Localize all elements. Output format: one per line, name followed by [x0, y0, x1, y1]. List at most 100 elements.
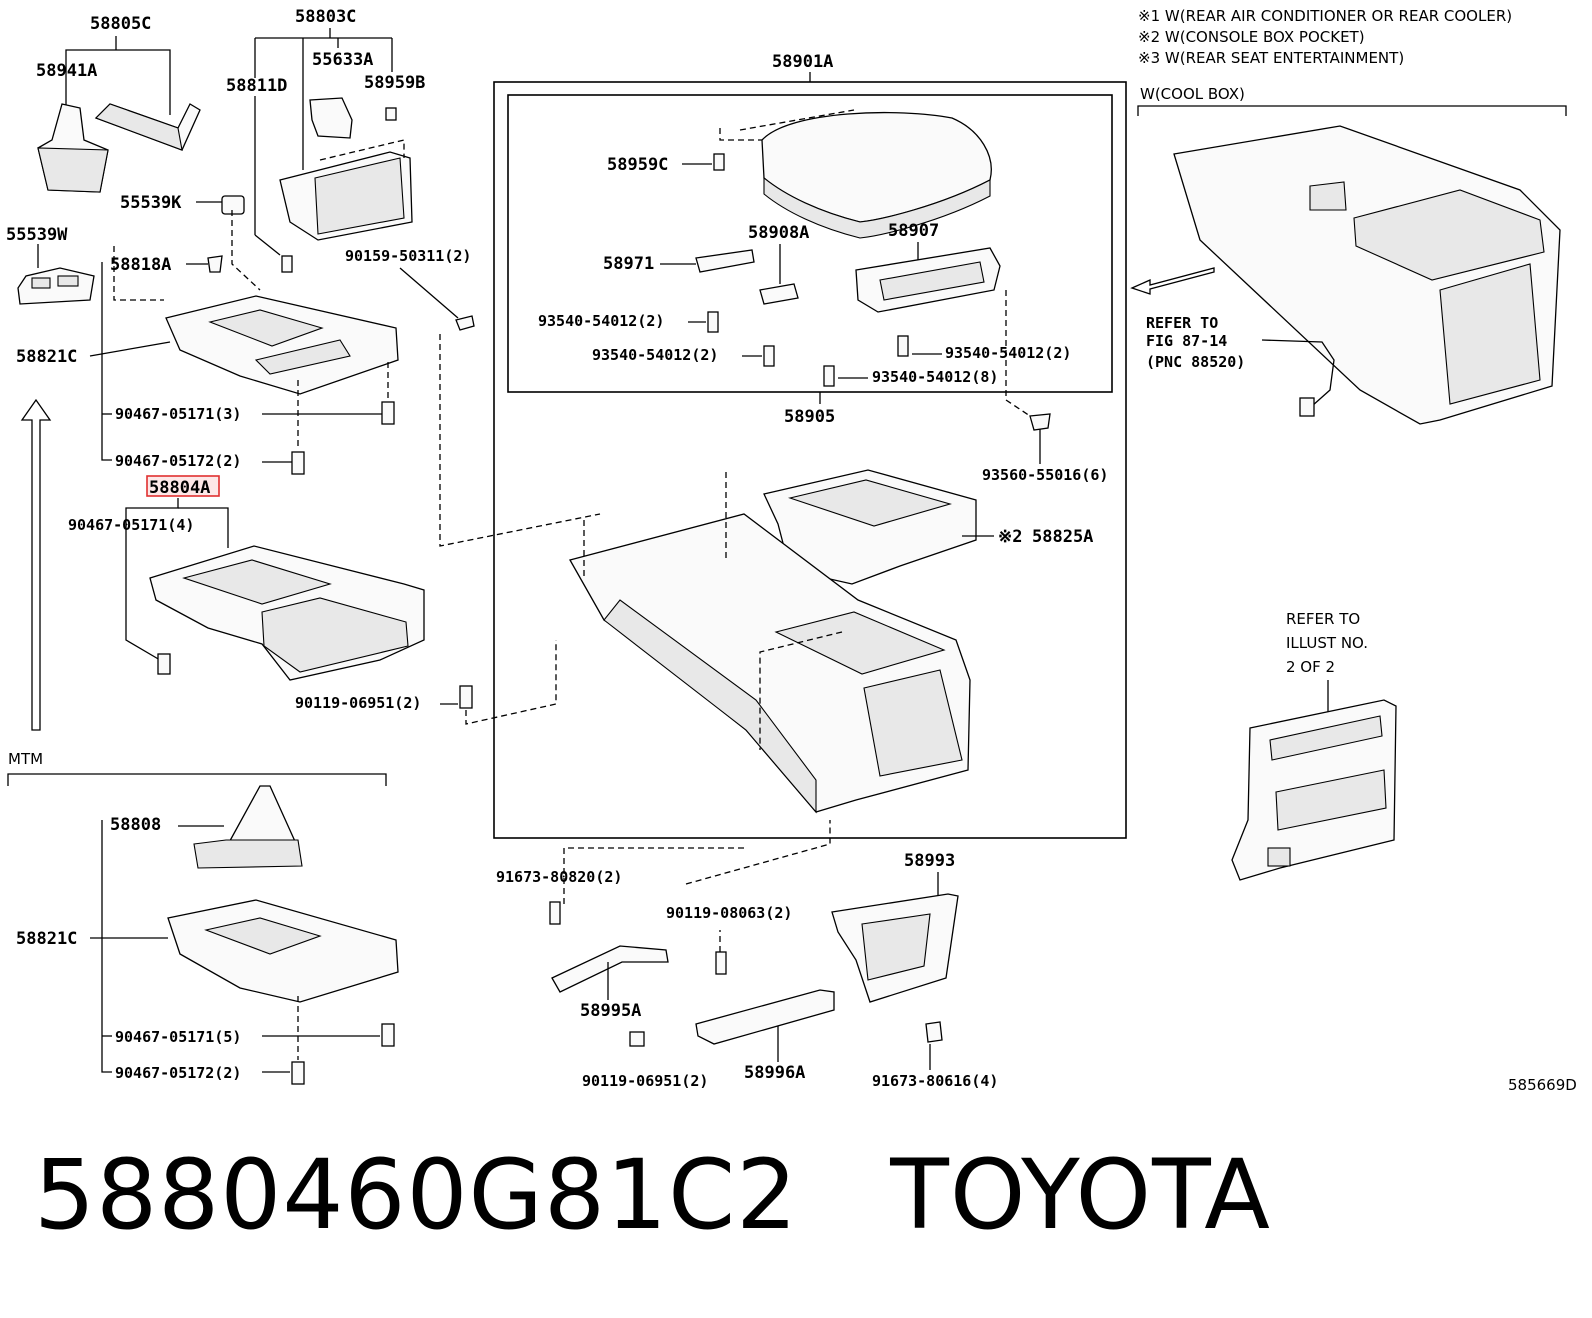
- label-58905[interactable]: 58905: [784, 407, 835, 427]
- bolt-93540-a: [707, 311, 719, 333]
- footer-part-number: 5880460G81C2: [34, 1139, 799, 1251]
- label-90467-05171-4[interactable]: 90467-05171(4): [68, 516, 194, 534]
- label-93560-55016-6[interactable]: 93560-55016(6): [982, 466, 1108, 484]
- refer-illust-line2: ILLUST NO.: [1286, 634, 1368, 652]
- highlight-box-58804A: [146, 475, 220, 497]
- refer-illust-line1: REFER TO: [1286, 610, 1360, 628]
- bolt-93540-8: [823, 365, 835, 387]
- clip-90467-05172-2-lower: [291, 1061, 305, 1085]
- label-93540-54012-2-a[interactable]: 93540-54012(2): [538, 312, 664, 330]
- label-90467-05172-2-upper[interactable]: 90467-05172(2): [115, 452, 241, 470]
- bolt-93560-55016: [1029, 413, 1051, 431]
- clip-58811D: [281, 255, 293, 273]
- label-91673-80616-4[interactable]: 91673-80616(4): [872, 1072, 998, 1090]
- part-55539W: [17, 267, 95, 305]
- label-90159-50311-2[interactable]: 90159-50311(2): [345, 247, 471, 265]
- note-2: ※2 W(CONSOLE BOX POCKET): [1138, 28, 1365, 46]
- label-93540-54012-2-b[interactable]: 93540-54012(2): [592, 346, 718, 364]
- label-90119-08063-2[interactable]: 90119-08063(2): [666, 904, 792, 922]
- part-58805C: [94, 103, 201, 151]
- label-58804A[interactable]: 58804A: [149, 478, 210, 498]
- label-58959C[interactable]: 58959C: [607, 155, 668, 175]
- label-58971[interactable]: 58971: [603, 254, 654, 274]
- bolt-90119-06951-lower: [629, 1031, 645, 1047]
- part-58821C-lower: [167, 899, 399, 1003]
- parts-diagram: ※1 W(REAR AIR CONDITIONER OR REAR COOLER…: [6, 7, 1577, 1094]
- refer-illust-line3: 2 OF 2: [1286, 658, 1335, 676]
- clip-90467-05171-3: [381, 401, 395, 425]
- label-90119-06951-2-lower[interactable]: 90119-06951(2): [582, 1072, 708, 1090]
- diagram-id: 585669D: [1508, 1076, 1577, 1094]
- cool-box-refer-2: FIG 87-14: [1146, 332, 1227, 350]
- label-90467-05171-5[interactable]: 90467-05171(5): [115, 1028, 241, 1046]
- label-58907[interactable]: 58907: [888, 221, 939, 241]
- arrow-left-cool-box: [1130, 267, 1215, 295]
- label-58805C[interactable]: 58805C: [90, 14, 151, 34]
- label-90467-05172-2-lower[interactable]: 90467-05172(2): [115, 1064, 241, 1082]
- label-58908A[interactable]: 58908A: [748, 223, 809, 243]
- bolt-93540-b: [763, 345, 775, 367]
- bolt-93540-c: [897, 335, 909, 357]
- bolt-90119-06951-upper: [459, 685, 473, 709]
- label-58996A[interactable]: 58996A: [744, 1063, 805, 1083]
- part-58804A: [149, 545, 425, 681]
- part-rear-panel: [1231, 699, 1397, 881]
- label-58808[interactable]: 58808: [110, 815, 161, 835]
- part-armrest-lid: [761, 111, 992, 239]
- part-console-body: [569, 513, 971, 814]
- part-55633A: [309, 97, 353, 139]
- note-mark-58825A: ※2: [998, 527, 1022, 547]
- clip-90467-05172-2-upper: [291, 451, 305, 475]
- label-58959B[interactable]: 58959B: [364, 73, 425, 93]
- footer: 5880460G81C2 TOYOTA: [34, 1140, 1271, 1250]
- label-90467-05171-3[interactable]: 90467-05171(3): [115, 405, 241, 423]
- part-58808-shift-boot: [193, 785, 303, 869]
- clip-90467-05171-4: [157, 653, 171, 675]
- bolt-90159-50311: [455, 315, 475, 331]
- part-58825A: [763, 469, 977, 585]
- cool-box-refer-3: (PNC 88520): [1146, 353, 1245, 371]
- part-58959C: [713, 153, 725, 171]
- footer-brand: TOYOTA: [890, 1139, 1271, 1251]
- part-58803C: [279, 139, 413, 241]
- part-58993: [831, 893, 959, 1003]
- label-58821C-upper[interactable]: 58821C: [16, 347, 77, 367]
- part-55539K: [221, 195, 245, 215]
- part-58995A: [551, 945, 669, 993]
- part-58818A: [207, 255, 223, 273]
- label-91673-80820-2[interactable]: 91673-80820(2): [496, 868, 622, 886]
- label-55539W[interactable]: 55539W: [6, 225, 68, 245]
- label-58941A[interactable]: 58941A: [36, 61, 97, 81]
- label-58821C-lower[interactable]: 58821C: [16, 929, 77, 949]
- label-58993[interactable]: 58993: [904, 851, 955, 871]
- clip-90467-05171-5: [381, 1023, 395, 1047]
- label-58995A[interactable]: 58995A: [580, 1001, 641, 1021]
- part-58908A: [759, 283, 799, 305]
- subassembly-frame-58905: [507, 94, 1113, 393]
- label-58803C[interactable]: 58803C: [295, 7, 356, 27]
- label-93540-54012-2-c[interactable]: 93540-54012(2): [945, 344, 1071, 362]
- direction-arrow-up: [20, 398, 52, 731]
- label-93540-54012-8[interactable]: 93540-54012(8): [872, 368, 998, 386]
- part-cool-box-console: [1173, 125, 1561, 425]
- label-90119-06951-2-upper[interactable]: 90119-06951(2): [295, 694, 421, 712]
- mtm-label: MTM: [8, 750, 43, 768]
- part-58941A: [37, 103, 109, 193]
- bolt-91673-80616: [925, 1021, 943, 1043]
- label-58901A[interactable]: 58901A: [772, 52, 833, 72]
- note-3: ※3 W(REAR SEAT ENTERTAINMENT): [1138, 49, 1404, 67]
- label-58825A[interactable]: 58825A: [1032, 527, 1093, 547]
- part-58959B: [385, 107, 397, 121]
- part-58821C-upper: [165, 295, 399, 395]
- cool-box-refer-1: REFER TO: [1146, 314, 1218, 332]
- label-58818A[interactable]: 58818A: [110, 255, 171, 275]
- note-1: ※1 W(REAR AIR CONDITIONER OR REAR COOLER…: [1138, 7, 1512, 25]
- label-58811D[interactable]: 58811D: [226, 76, 287, 96]
- part-58971: [695, 249, 755, 273]
- label-55539K[interactable]: 55539K: [120, 193, 182, 213]
- part-58907: [855, 247, 1001, 313]
- cool-box-title: W(COOL BOX): [1140, 85, 1245, 103]
- label-55633A[interactable]: 55633A: [312, 50, 373, 70]
- bolt-90119-08063: [715, 951, 727, 975]
- part-58996A: [695, 989, 835, 1045]
